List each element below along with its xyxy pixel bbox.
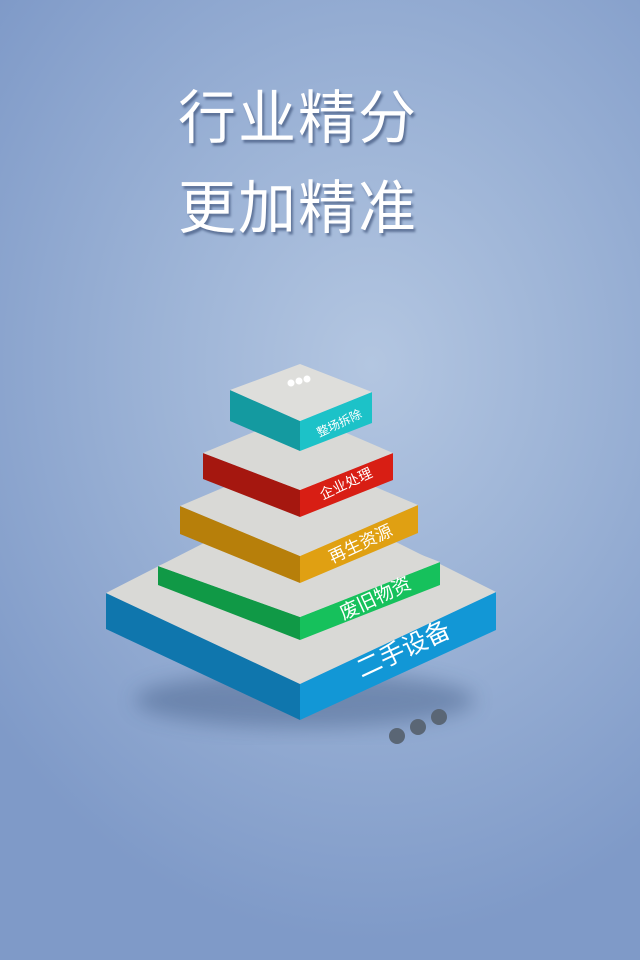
tier-4-right-face: [300, 453, 393, 517]
tier-4-top-face: [203, 413, 393, 490]
tier-5-left-face: [230, 390, 300, 451]
ellipsis-icon: [287, 375, 311, 387]
headline-line-1: 行业精分: [178, 84, 419, 152]
tier-3-right-face: [300, 505, 418, 583]
headline-line-2: 更加精准: [178, 174, 419, 242]
tier-2-left-face: [158, 566, 300, 640]
tier-4-left-face: [203, 453, 300, 517]
tier-5[interactable]: 整场拆除: [230, 364, 372, 451]
tier-4[interactable]: 企业处理: [203, 413, 393, 517]
tier-2-right-face: [300, 562, 440, 640]
tier-5-right-face: [300, 392, 372, 451]
more-ellipsis-icon[interactable]: [389, 709, 447, 744]
tier-5-top-face: [230, 364, 372, 421]
tier-1-right-face: [300, 592, 496, 720]
tier-1-left-face: [106, 593, 300, 720]
tier-3-left-face: [180, 506, 300, 583]
